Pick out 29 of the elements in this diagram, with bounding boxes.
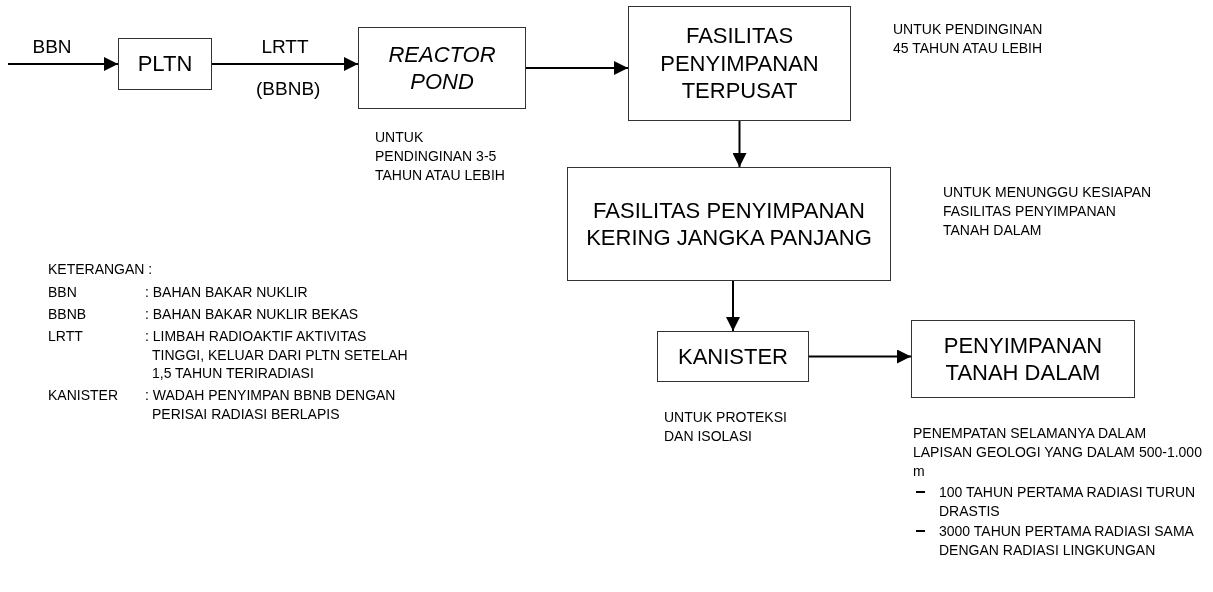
arrow <box>732 120 747 168</box>
process-box: FASILITAS PENYIMPANAN TERPUSAT <box>628 6 851 121</box>
edge-sublabel: (BBNB) <box>256 78 321 100</box>
bullet-text: 3000 TAHUN PERTAMA RADIASI SAMA DENGAN RADIASI LINGKUNGAN <box>939 522 1195 561</box>
arrow <box>726 280 740 332</box>
note-text: UNTUK MENUNGGU KESIAPAN FASILITAS PENYIMPANAN TANAH DALAM <box>943 183 1153 240</box>
process-box: KANISTER <box>657 331 809 382</box>
arrow <box>211 57 359 71</box>
process-box: PLTN <box>118 38 212 90</box>
bullet-text: 100 TAHUN PERTAMA RADIASI TURUN DRASTIS <box>939 482 1197 521</box>
note-text: UNTUK PENDINGINAN 45 TAHUN ATAU LEBIH <box>893 20 1044 58</box>
abbreviation: LRTT <box>48 326 84 346</box>
process-box: REACTOR POND <box>358 27 526 109</box>
note-text: UNTUK PROTEKSI DAN ISOLASI <box>664 408 788 446</box>
note-text: PENEMPATAN SELAMANYA DALAM LAPISAN GEOLOGI YANG DALAM 500-1.000 m <box>913 424 1203 481</box>
definition-text: : BAHAN BAKAR NUKLIR <box>144 282 309 302</box>
process-box: FASILITAS PENYIMPANAN KERING JANGKA PANJANG <box>567 167 891 281</box>
note-text: UNTUK PENDINGINAN 3-5 TAHUN ATAU LEBIH <box>375 128 506 185</box>
abbreviation: BBNB <box>48 304 88 324</box>
definition-text: : WADAH PENYIMPAN BBNB DENGAN PERISAI RADIASI BERLAPIS <box>144 386 397 425</box>
abbreviation: BBN <box>48 282 78 302</box>
legend-title: KETERANGAN : <box>48 260 154 279</box>
arrow <box>525 61 629 75</box>
abbreviation: KANISTER <box>48 386 119 406</box>
process-box: PENYIMPANAN TANAH DALAM <box>911 320 1135 398</box>
definition-text: : BAHAN BAKAR NUKLIR BEKAS <box>144 304 360 324</box>
arrow <box>7 57 119 71</box>
definition-text: : LIMBAH RADIOAKTIF AKTIVITAS TINGGI, KELUAR DARI PLTN SETELAH 1,5 TAHUN TERIRADIASI <box>144 326 408 384</box>
arrow <box>808 349 912 364</box>
